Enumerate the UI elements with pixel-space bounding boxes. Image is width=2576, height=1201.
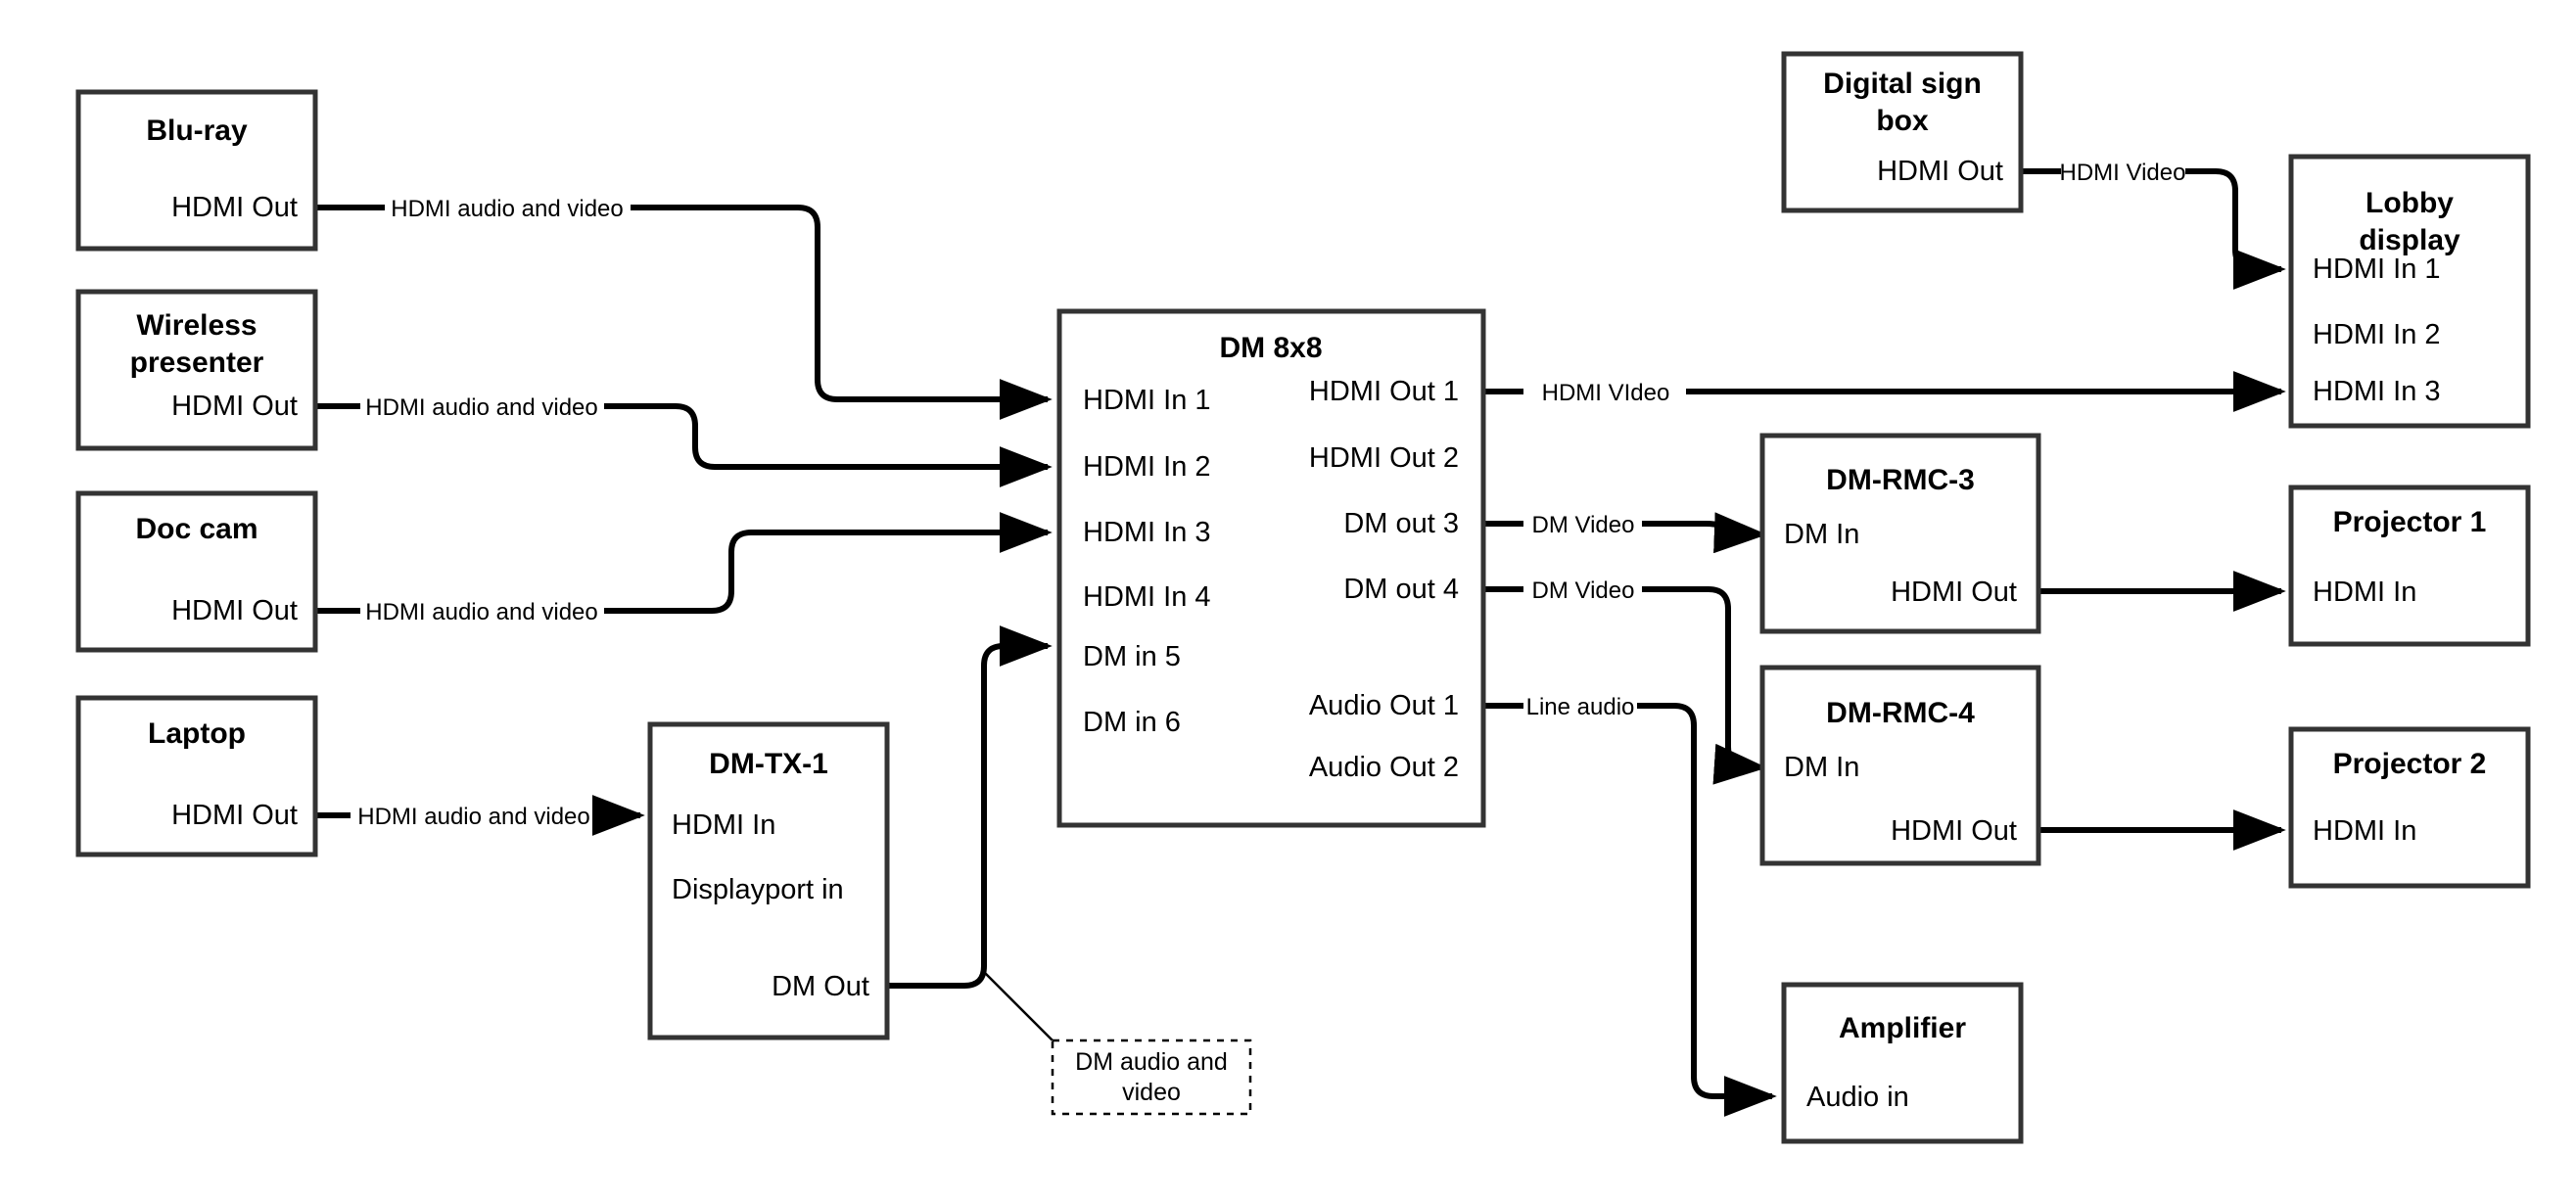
dm-tx-1-port-dm-out: DM Out (772, 971, 869, 1002)
node-dm-rmc-3[interactable]: DM-RMC-3 DM In HDMI Out (1759, 433, 2041, 634)
lobby-display-port-hdmi-in-1: HDMI In 1 (2313, 254, 2441, 285)
doc-cam-title: Doc cam (135, 513, 258, 545)
edge-wireless-to-hdmi-in-2: HDMI audio and video (315, 394, 1053, 487)
edge-label-digital-sign: HDMI Video (2060, 160, 2186, 186)
edge-label-laptop: HDMI audio and video (357, 804, 589, 830)
edge-dm-out-4-to-rmc4: DM Video (1483, 577, 1767, 785)
lobby-display-title-line1: Lobby (2365, 187, 2454, 219)
dm-rmc-4-port-dm-in: DM In (1784, 752, 1859, 783)
dm-audio-video-note-box (1051, 1039, 1252, 1116)
dm-tx-1-port-displayport-in: Displayport in (672, 874, 844, 905)
digital-sign-port-hdmi-out: HDMI Out (1877, 156, 2003, 187)
edge-doccam-to-hdmi-in-3: HDMI audio and video (315, 512, 1053, 625)
dm-audio-video-note-line2: video (1122, 1079, 1181, 1106)
dm-8x8-input-dm-in-5: DM in 5 (1083, 641, 1181, 672)
projector-2-box[interactable] (2288, 726, 2531, 889)
node-amplifier[interactable]: Amplifier Audio in (1781, 982, 2024, 1144)
doc-cam-port-hdmi-out: HDMI Out (171, 595, 298, 626)
dm-8x8-output-audio-out-2: Audio Out 2 (1309, 752, 1459, 783)
projector-1-title: Projector 1 (2333, 506, 2487, 538)
wireless-presenter-box[interactable] (75, 289, 318, 451)
dm-8x8-box[interactable] (1056, 308, 1486, 828)
edge-label-dm-out-4: DM Video (1532, 577, 1635, 604)
edge-dmtx1-to-dm-in-5 (889, 625, 1054, 1041)
projector-1-box[interactable] (2288, 485, 2531, 647)
projector-1-port-hdmi-in: HDMI In (2313, 577, 2416, 608)
dm-rmc-3-port-dm-in: DM In (1784, 519, 1859, 550)
amplifier-port-audio-in: Audio in (1806, 1082, 1909, 1113)
dm-rmc-3-port-hdmi-out: HDMI Out (1891, 577, 2017, 608)
node-dm-rmc-4[interactable]: DM-RMC-4 DM In HDMI Out (1759, 665, 2041, 866)
lobby-display-box[interactable] (2288, 154, 2531, 429)
dm-rmc-4-box[interactable] (1759, 665, 2041, 866)
dm-rmc-4-port-hdmi-out: HDMI Out (1891, 815, 2017, 847)
dm-8x8-title: DM 8x8 (1219, 332, 1322, 364)
dm-8x8-output-hdmi-out-1: HDMI Out 1 (1309, 376, 1459, 407)
amplifier-box[interactable] (1781, 982, 2024, 1144)
dm-tx-1-port-hdmi-in: HDMI In (672, 809, 775, 841)
node-wireless-presenter[interactable]: Wireless presenter HDMI Out (75, 289, 318, 451)
edge-hdmi-out-1-to-lobby-hdmi-in-3: HDMI VIdeo (1483, 371, 2286, 412)
dm-8x8-output-hdmi-out-2: HDMI Out 2 (1309, 442, 1459, 474)
dm-8x8-output-audio-out-1: Audio Out 1 (1309, 690, 1459, 721)
dm-rmc-4-title: DM-RMC-4 (1826, 697, 1975, 729)
edge-label-wireless: HDMI audio and video (365, 394, 597, 421)
node-projector-1[interactable]: Projector 1 HDMI In (2288, 485, 2531, 647)
node-doc-cam[interactable]: Doc cam HDMI Out (75, 490, 318, 653)
lobby-display-port-hdmi-in-2: HDMI In 2 (2313, 319, 2441, 350)
note-leader-line (983, 971, 1054, 1041)
laptop-title: Laptop (148, 717, 246, 750)
laptop-box[interactable] (75, 695, 318, 857)
dm-8x8-output-dm-out-3: DM out 3 (1343, 508, 1459, 539)
dm-rmc-3-title: DM-RMC-3 (1826, 464, 1975, 496)
edge-label-doccam: HDMI audio and video (365, 599, 597, 625)
digital-sign-title-line1: Digital sign (1823, 68, 1982, 100)
digital-sign-title-line2: box (1876, 105, 1929, 137)
edge-audio-out-1-to-amplifier: Line audio (1483, 694, 1777, 1117)
edge-label-audio-out-1: Line audio (1526, 694, 1635, 720)
wireless-presenter-title-line2: presenter (130, 346, 264, 379)
node-bluray[interactable]: Blu-ray HDMI Out (75, 89, 318, 252)
dm-tx-1-title: DM-TX-1 (709, 748, 828, 780)
wireless-presenter-port-hdmi-out: HDMI Out (171, 391, 298, 422)
dm-8x8-input-hdmi-in-3: HDMI In 3 (1083, 517, 1211, 548)
edge-dm-out-3-to-rmc3: DM Video (1483, 512, 1767, 554)
edge-bluray-to-hdmi-in-1: HDMI audio and video (315, 196, 1053, 420)
node-projector-2[interactable]: Projector 2 HDMI In (2288, 726, 2531, 889)
node-dm-tx-1[interactable]: DM-TX-1 HDMI In Displayport in DM Out (647, 721, 890, 1040)
edge-laptop-to-dmtx1: HDMI audio and video (315, 795, 645, 836)
bluray-port-hdmi-out: HDMI Out (171, 192, 298, 223)
node-laptop[interactable]: Laptop HDMI Out (75, 695, 318, 857)
edge-label-bluray: HDMI audio and video (391, 196, 623, 222)
edge-sign-to-lobby-hdmi-in-1: HDMI Video (2021, 160, 2286, 290)
bluray-title: Blu-ray (146, 115, 248, 147)
projector-2-port-hdmi-in: HDMI In (2313, 815, 2416, 847)
dm-audio-video-note-line1: DM audio and (1075, 1048, 1228, 1076)
wireless-presenter-title-line1: Wireless (136, 309, 257, 342)
node-lobby-display[interactable]: Lobby display HDMI In 1 HDMI In 2 HDMI I… (2288, 154, 2531, 429)
lobby-display-title-line2: display (2359, 224, 2460, 256)
dm-8x8-input-dm-in-6: DM in 6 (1083, 707, 1181, 738)
dm-8x8-input-hdmi-in-1: HDMI In 1 (1083, 385, 1211, 416)
amplifier-title: Amplifier (1839, 1012, 1966, 1044)
projector-2-title: Projector 2 (2333, 748, 2487, 780)
digital-sign-box[interactable] (1781, 51, 2024, 213)
lobby-display-port-hdmi-in-3: HDMI In 3 (2313, 376, 2441, 407)
dm-8x8-input-hdmi-in-4: HDMI In 4 (1083, 581, 1211, 613)
note-dm-audio-and-video: DM audio and video (1051, 1039, 1252, 1116)
bluray-box[interactable] (75, 89, 318, 252)
node-digital-sign-box[interactable]: Digital sign box HDMI Out (1781, 51, 2024, 213)
dm-rmc-3-box[interactable] (1759, 433, 2041, 634)
doc-cam-box[interactable] (75, 490, 318, 653)
laptop-port-hdmi-out: HDMI Out (171, 800, 298, 831)
dm-8x8-output-dm-out-4: DM out 4 (1343, 574, 1459, 605)
node-dm-8x8[interactable]: DM 8x8 HDMI In 1 HDMI In 2 HDMI In 3 HDM… (1056, 308, 1486, 828)
dm-8x8-input-hdmi-in-2: HDMI In 2 (1083, 451, 1211, 483)
edge-label-dm-out-3: DM Video (1532, 512, 1635, 538)
edge-label-hdmi-out-1: HDMI VIdeo (1542, 380, 1670, 406)
dm-tx-1-box[interactable] (647, 721, 890, 1040)
